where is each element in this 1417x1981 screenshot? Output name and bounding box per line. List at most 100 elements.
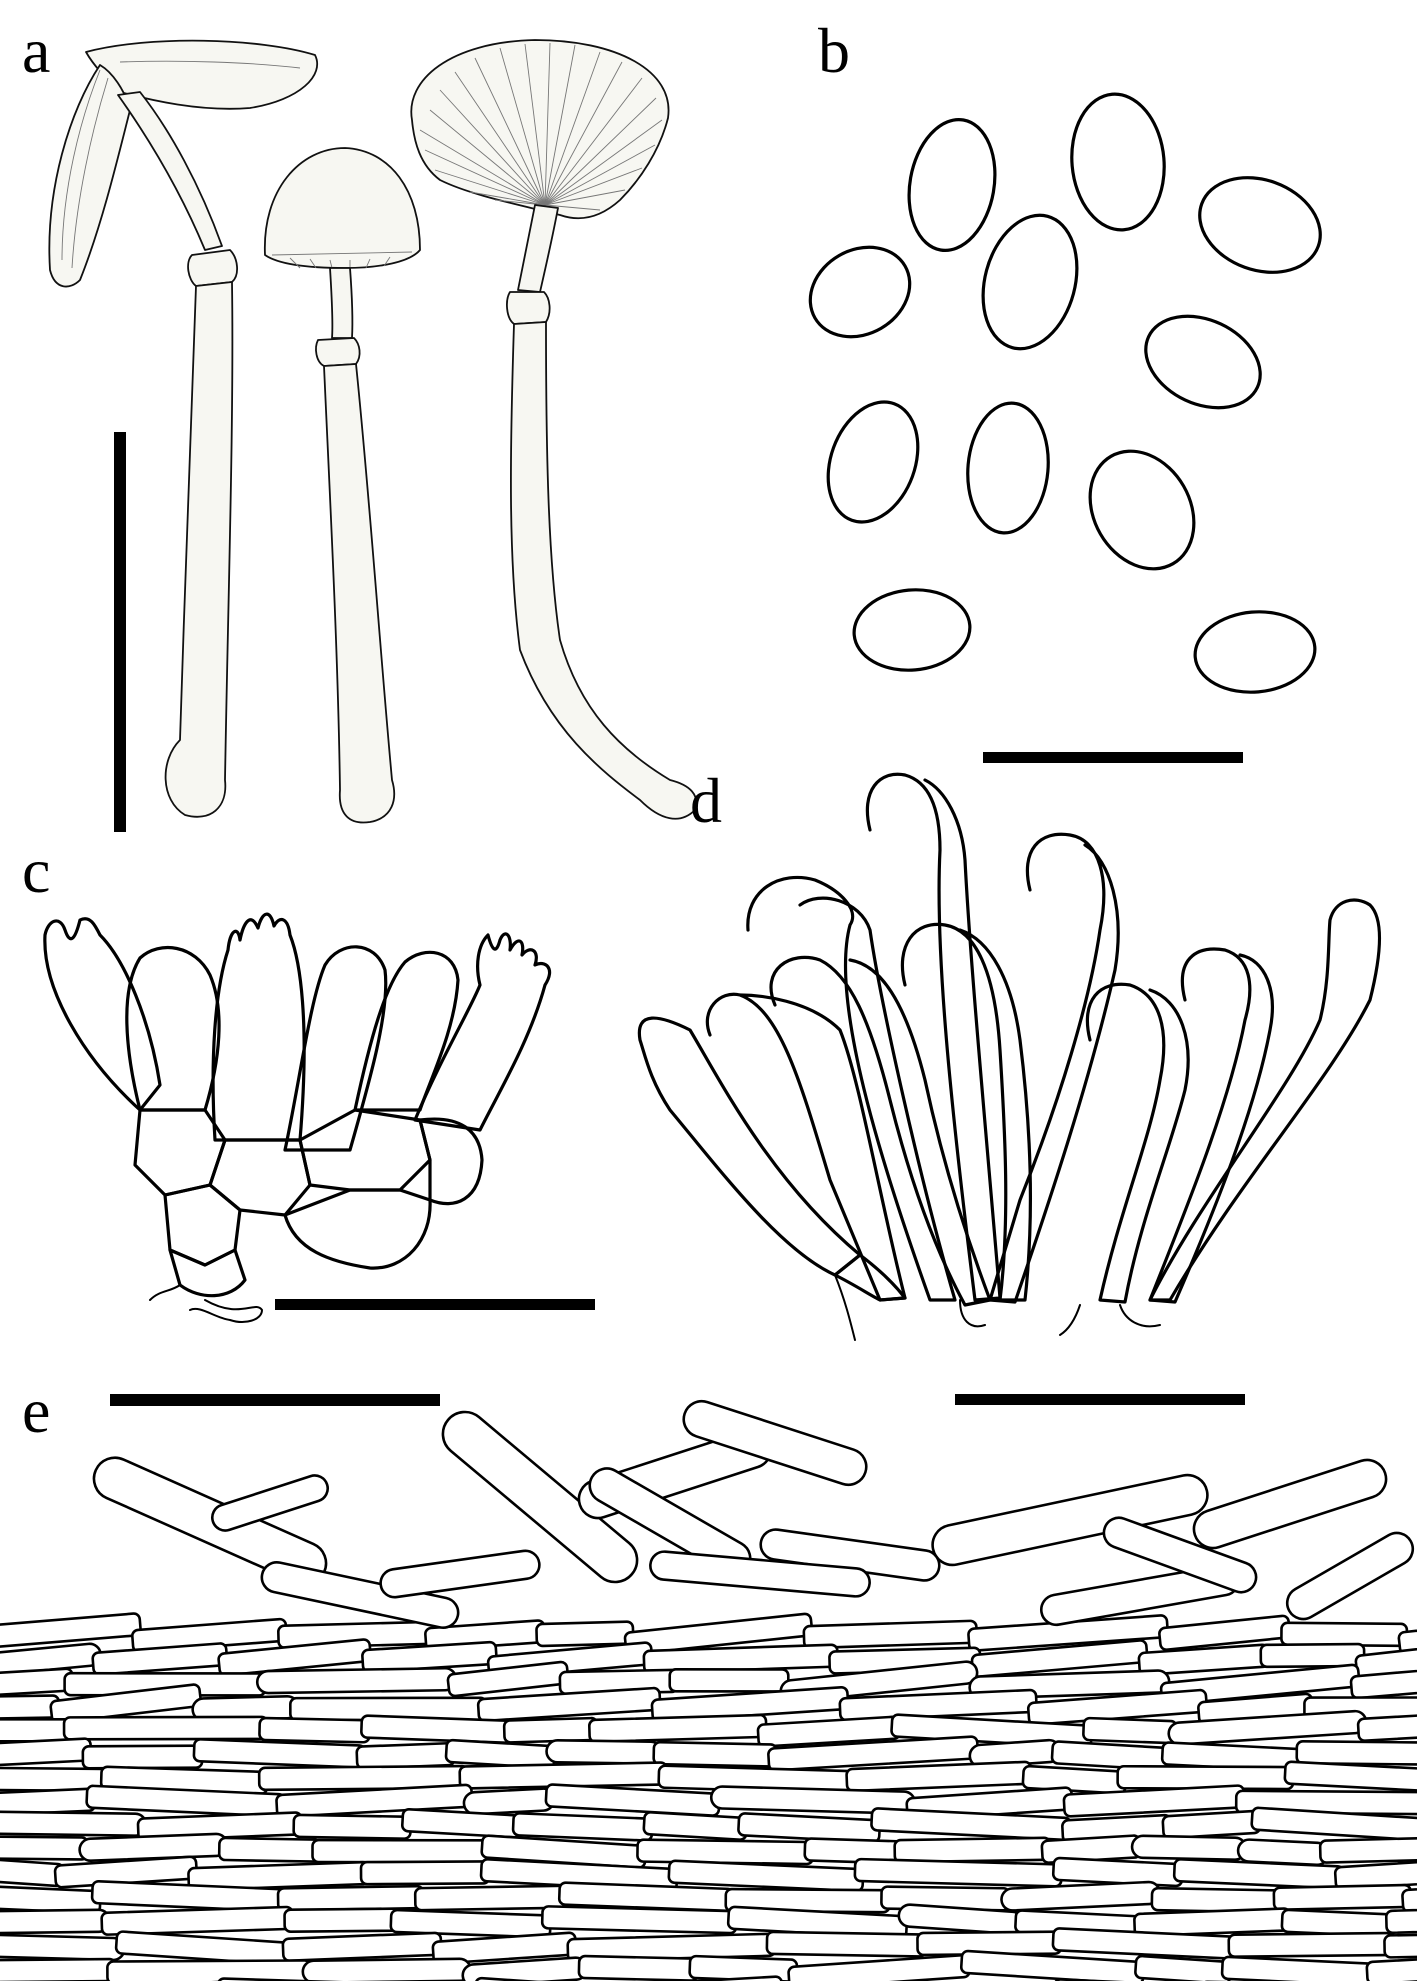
cystidium-base xyxy=(833,1253,907,1302)
hyphal-cell xyxy=(192,1738,367,1769)
hyphal-cell xyxy=(1227,1931,1394,1959)
hyphal-cell xyxy=(1333,1854,1417,1891)
pileipellis-hyphae xyxy=(0,1399,1417,1981)
spore xyxy=(966,401,1050,535)
hyphal-cell xyxy=(787,1953,971,1981)
hyphal-cell xyxy=(587,1713,768,1744)
terminal-cell xyxy=(1130,1834,1248,1861)
hyphal-cell xyxy=(355,1741,456,1770)
spore xyxy=(826,400,920,524)
terminal-cell xyxy=(0,1810,148,1837)
basidium xyxy=(211,912,306,1142)
hypha xyxy=(834,1274,1161,1341)
spore xyxy=(981,213,1079,351)
panel-label-c: c xyxy=(22,835,50,906)
hyphal-cell xyxy=(1116,1764,1295,1791)
terminal-cell xyxy=(0,1908,112,1936)
terminal-cell xyxy=(682,1399,868,1487)
terminal-cell xyxy=(78,1832,229,1863)
hyphal-cell xyxy=(1280,1621,1409,1648)
hyphal-cell xyxy=(511,1812,654,1842)
hyphal-cell xyxy=(1283,1760,1417,1793)
hyphal-cell xyxy=(959,1949,1146,1981)
spore xyxy=(1198,176,1322,274)
hyphal-cell xyxy=(652,1740,778,1768)
basidium xyxy=(43,917,162,1112)
terminal-cell xyxy=(379,1549,541,1599)
cystidium xyxy=(637,1016,862,1277)
terminal-cell xyxy=(545,1739,664,1765)
basidium xyxy=(413,932,552,1132)
hyphal-cell xyxy=(81,1744,204,1770)
cystidium xyxy=(1085,982,1190,1304)
terminal-cell xyxy=(931,1473,1209,1567)
hyphal-cell xyxy=(853,1857,1063,1888)
hypha xyxy=(149,1284,263,1323)
hyphal-cell xyxy=(1051,1856,1184,1888)
hyphal-cell xyxy=(765,1930,927,1958)
terminal-cell xyxy=(462,1787,556,1816)
hyphal-cell xyxy=(535,1620,635,1648)
basidioma-1 xyxy=(48,39,318,818)
spore xyxy=(907,117,997,253)
hyphal-cell xyxy=(283,1907,401,1933)
hyphal-cell xyxy=(0,1718,74,1743)
hyphal-cell xyxy=(0,1957,117,1981)
subhymenial-cell xyxy=(418,1117,484,1206)
basidioma-2 xyxy=(264,147,421,824)
hyphal-cell xyxy=(0,1737,93,1768)
hyphal-cell xyxy=(1295,1739,1417,1767)
hyphal-cell xyxy=(0,1834,89,1861)
hyphal-cell xyxy=(1134,1954,1232,1981)
cystidium xyxy=(746,875,957,1302)
terminal-cell xyxy=(255,1666,458,1695)
hyphal-cell xyxy=(636,1838,815,1866)
hyphal-cell xyxy=(502,1716,599,1744)
spore xyxy=(1144,314,1262,410)
hyphal-cell xyxy=(1220,1955,1377,1981)
terminal-cell xyxy=(0,1932,126,1962)
hyphal-cell xyxy=(540,1905,738,1935)
hyphal-cell xyxy=(0,1612,142,1653)
hyphal-cell xyxy=(1349,1661,1417,1700)
hyphal-cell xyxy=(1384,1904,1417,1935)
terminal-cell xyxy=(1102,1516,1258,1594)
hyphal-cell xyxy=(668,1668,790,1693)
hyphal-cell xyxy=(360,1714,514,1744)
scale-bar-d xyxy=(955,1394,1245,1405)
panel-label-e: e xyxy=(22,1375,50,1446)
hyphal-cell xyxy=(1272,1883,1413,1912)
cap-gills xyxy=(419,42,663,211)
panel-label-b: b xyxy=(818,15,850,86)
cystidium xyxy=(865,772,1002,1302)
spore xyxy=(852,588,972,672)
cystidium xyxy=(1148,898,1382,1302)
panel-a-basidiomata: a xyxy=(22,15,698,832)
hyphal-cell xyxy=(49,1683,203,1725)
spore xyxy=(1070,92,1166,232)
cystidium xyxy=(988,832,1120,1304)
hyphal-cell xyxy=(1401,1882,1417,1914)
terminal-cell xyxy=(1285,1531,1415,1621)
subhymenial-cell xyxy=(168,1248,247,1298)
spore xyxy=(1193,610,1317,694)
hyphal-cell xyxy=(1250,1806,1417,1843)
hyphal-cell xyxy=(1383,1932,1417,1959)
terminal-cell xyxy=(301,1957,472,1981)
panel-c-basidia: c xyxy=(22,835,595,1323)
scale-bar-b xyxy=(983,752,1243,763)
hyphal-cell xyxy=(276,1884,425,1912)
hyphal-cell xyxy=(0,1667,75,1698)
terminal-cell xyxy=(441,1410,639,1584)
hyphal-cell xyxy=(476,1686,662,1723)
hyphal-cell xyxy=(577,1954,700,1981)
scale-bar-a xyxy=(114,432,126,832)
hyphal-cell xyxy=(217,1836,322,1863)
hyphal-cell xyxy=(1356,1712,1417,1742)
hyphal-cell xyxy=(870,1807,1072,1842)
panel-b-basidiospores: b xyxy=(808,15,1322,763)
basidiole xyxy=(125,945,221,1112)
hyphal-cell xyxy=(281,1931,443,1962)
hyphal-cell xyxy=(91,1642,229,1676)
hyphal-cell xyxy=(1318,1834,1417,1864)
